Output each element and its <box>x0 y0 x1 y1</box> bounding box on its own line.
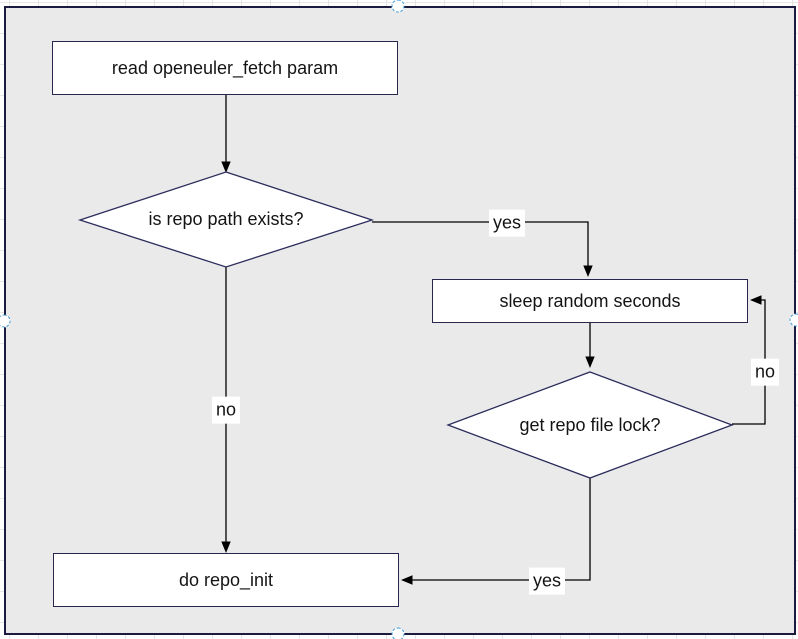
node-read-param-label: read openeuler_fetch param <box>111 57 339 78</box>
node-sleep-random-label: sleep random seconds <box>499 290 681 311</box>
resize-handle-right[interactable] <box>789 313 798 327</box>
resize-handle-left[interactable] <box>0 314 11 328</box>
edge-read-param-to-exists[interactable] <box>221 95 231 173</box>
node-get-repo-file-lock[interactable] <box>446 371 734 479</box>
edge-lock-yes-to-init[interactable] <box>401 478 591 585</box>
node-sleep-random[interactable]: sleep random seconds <box>432 279 748 323</box>
resize-handle-bottom[interactable] <box>391 627 405 639</box>
edge-sleep-to-lock[interactable] <box>585 323 595 368</box>
node-do-repo-init-label: do repo_init <box>178 569 274 590</box>
edge-label-no-left: no <box>211 396 241 424</box>
edge-label-yes-bottom: yes <box>528 567 566 595</box>
edge-label-yes-right: yes <box>488 209 526 237</box>
node-read-param[interactable]: read openeuler_fetch param <box>52 41 398 95</box>
edge-label-no-loop: no <box>750 358 780 386</box>
edge-exists-yes-to-sleep[interactable] <box>372 221 593 277</box>
resize-handle-top[interactable] <box>391 0 405 13</box>
node-repo-path-exists[interactable] <box>77 171 375 268</box>
node-do-repo-init[interactable]: do repo_init <box>53 553 399 607</box>
